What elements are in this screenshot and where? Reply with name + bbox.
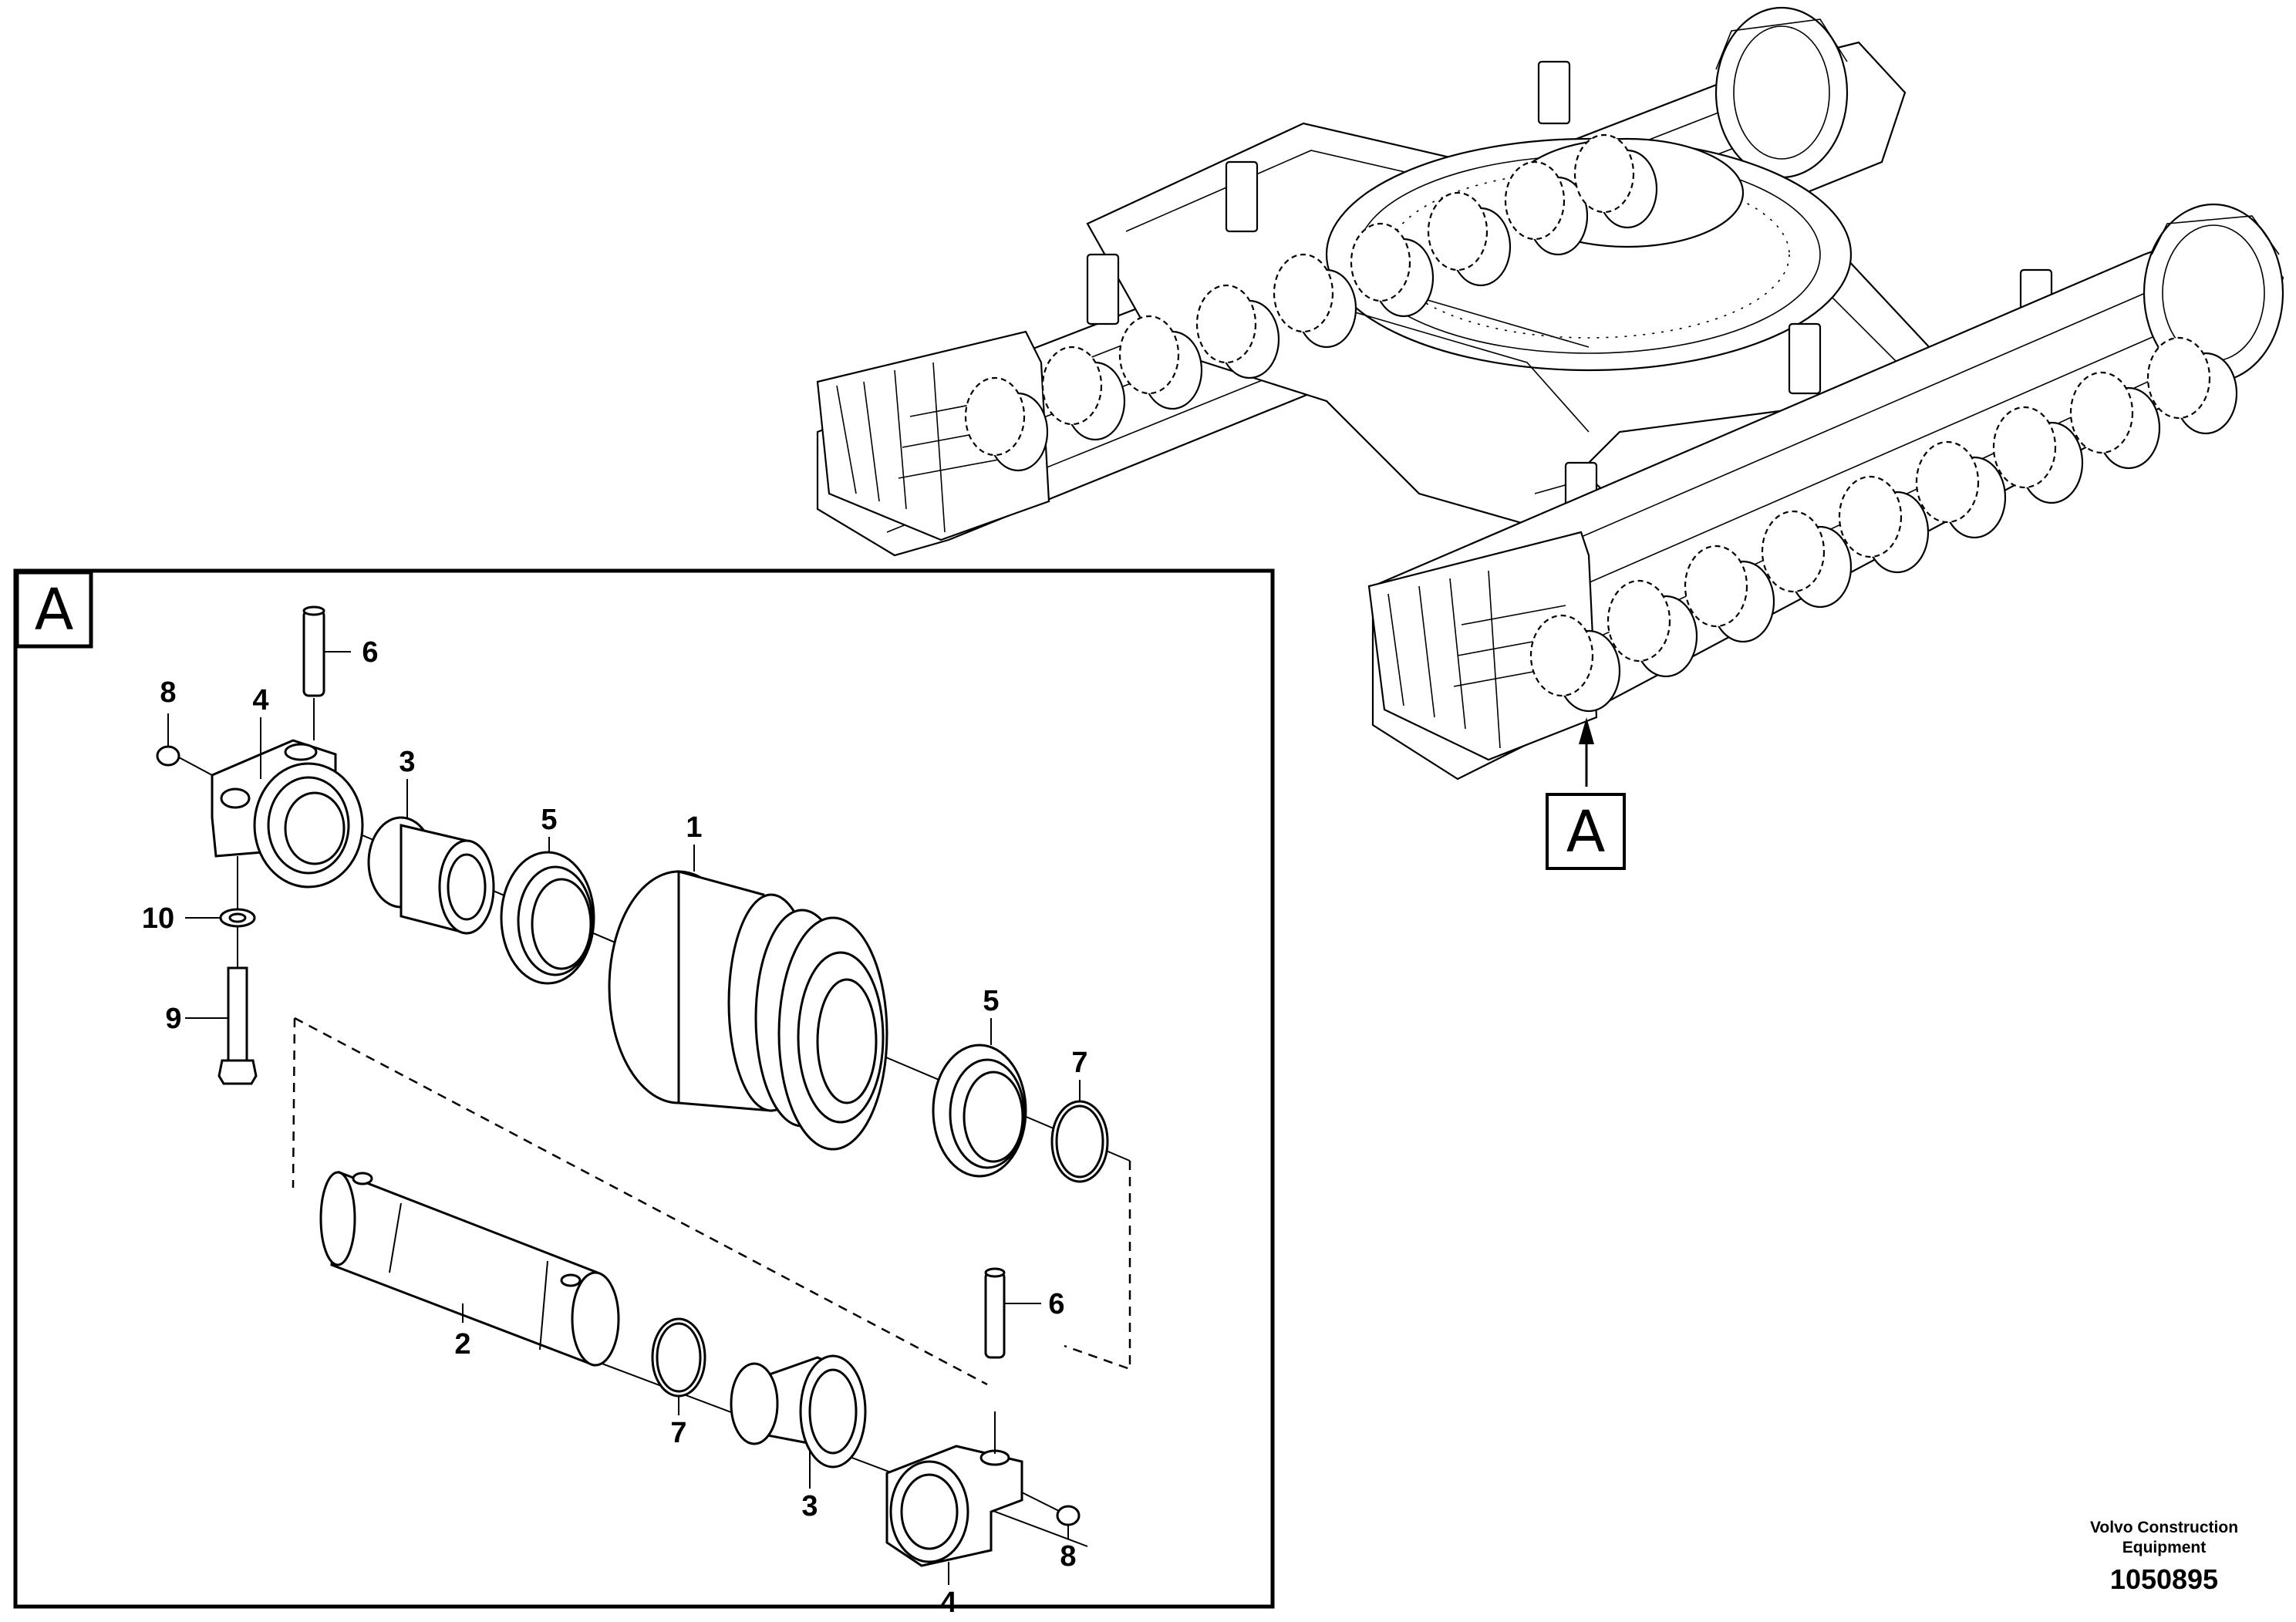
assembly-line-left	[292, 1017, 296, 1189]
o-ring-lower	[651, 1317, 706, 1398]
callout-4-upper: 4	[252, 684, 268, 717]
detail-id-box	[15, 570, 93, 649]
detail-a-panel: A	[13, 568, 1275, 1619]
pin-lower	[984, 1267, 1006, 1454]
bolt	[217, 926, 258, 1085]
detail-frame	[13, 568, 1275, 1609]
leader-lines	[167, 651, 1081, 1585]
callout-8-lower: 8	[1060, 1540, 1076, 1573]
washer	[219, 856, 256, 928]
pointer-label-box	[1546, 793, 1626, 870]
callout-labels: 6 8 4 3 5 1 5 7 10 9 2 6 7 3 4 8	[142, 636, 1088, 1619]
plug-lower	[1021, 1492, 1081, 1526]
seal-right	[932, 1044, 1027, 1178]
undercarriage-overview: A	[816, 6, 2284, 870]
pointer-label: A	[1566, 799, 1606, 865]
callout-7-lower: 7	[670, 1417, 686, 1449]
callout-4-lower: 4	[940, 1587, 956, 1619]
detail-id: A	[35, 577, 74, 643]
callout-2: 2	[454, 1328, 470, 1361]
callout-5-upper: 5	[541, 804, 557, 836]
assembly-line-top	[294, 1017, 988, 1386]
callout-3-lower: 3	[801, 1490, 818, 1523]
shaft	[319, 1170, 620, 1367]
callout-8-upper: 8	[160, 676, 176, 709]
assembly-line-right	[1064, 1161, 1131, 1371]
callout-7-right: 7	[1071, 1047, 1087, 1079]
bushing-lower	[730, 1354, 867, 1469]
callout-1: 1	[686, 811, 702, 844]
bushing-upper	[367, 816, 495, 935]
callout-5-right: 5	[983, 985, 999, 1017]
lower-track-rollers	[1529, 336, 2238, 713]
end-collar-upper	[211, 739, 364, 889]
drawing-number: 1050895	[2110, 1563, 2218, 1595]
company-line1: Volvo Construction	[2090, 1519, 2238, 1536]
plug-upper	[156, 745, 213, 776]
end-collar-lower	[885, 1445, 1023, 1567]
pin-upper	[302, 605, 325, 740]
callout-10: 10	[142, 902, 174, 935]
roller-body	[608, 870, 888, 1151]
company-line2: Equipment	[2122, 1539, 2207, 1556]
detail-a-pointer: A	[1546, 717, 1626, 870]
callout-6-lower: 6	[1048, 1288, 1064, 1320]
seal-upper	[500, 851, 595, 985]
o-ring-right	[1050, 1100, 1109, 1183]
callout-9: 9	[165, 1003, 181, 1035]
upper-track-rollers	[964, 133, 1658, 472]
callout-6-upper: 6	[362, 636, 378, 669]
footer: Volvo Construction Equipment 1050895	[2090, 1519, 2238, 1595]
callout-3-upper: 3	[399, 746, 415, 778]
